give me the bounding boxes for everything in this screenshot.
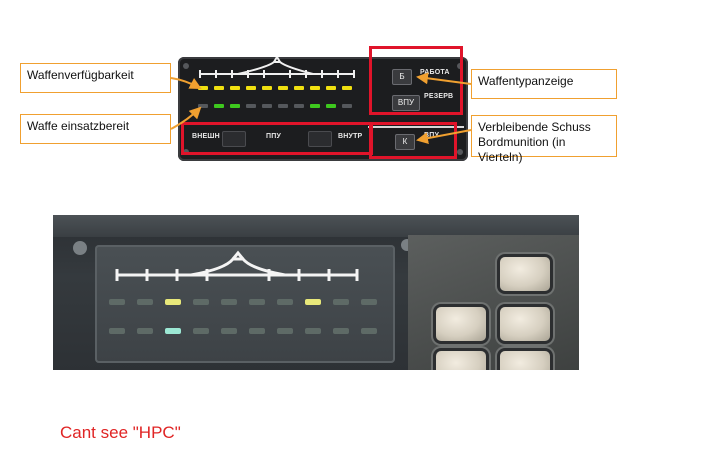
weapon-b-button[interactable]: Б <box>392 69 412 85</box>
ready-lamp <box>278 104 288 108</box>
aircraft-pylon-icon <box>199 57 464 128</box>
caption-text: Cant see "HPC" <box>60 423 181 442</box>
photo-ready-lamp <box>193 328 209 334</box>
callout-weapon-type: Waffentypanzeige <box>471 69 617 99</box>
availability-lamp <box>294 86 304 90</box>
photo-ready-lamp <box>137 328 153 334</box>
ready-lamp <box>294 104 304 108</box>
availability-lamp <box>230 86 240 90</box>
photo-ready-lamp <box>361 328 377 334</box>
vpu-small-label: ВПУ <box>424 132 440 139</box>
int-button[interactable] <box>308 131 332 147</box>
photo-ready-lamp <box>333 328 349 334</box>
availability-lamp <box>326 86 336 90</box>
panel-screw <box>457 149 463 155</box>
photo-push-button[interactable] <box>436 307 486 341</box>
ready-lamp <box>198 104 208 108</box>
callout-arrows <box>170 72 472 145</box>
photo-availability-lamp <box>137 299 153 305</box>
ready-lamp <box>310 104 320 108</box>
ppu-label: ППУ <box>266 133 282 140</box>
availability-lamp <box>310 86 320 90</box>
photo-push-button[interactable] <box>500 257 550 291</box>
callout-remaining-ammo-text: Verbleibende Schuss Bordmunition (in Vie… <box>478 120 591 164</box>
photo-availability-lamp <box>361 299 377 305</box>
callout-weapon-availability-text: Waffenverfügbarkeit <box>27 68 134 82</box>
photo-ready-lamp <box>109 328 125 334</box>
availability-lamp <box>246 86 256 90</box>
callout-weapon-ready-text: Waffe einsatzbereit <box>27 119 130 133</box>
ext-label: ВНЕШН <box>192 133 220 140</box>
photo-ready-lamp <box>305 328 321 334</box>
callout-weapon-ready: Waffe einsatzbereit <box>20 114 171 144</box>
weapon-vpu-button[interactable]: ВПУ <box>392 95 420 111</box>
highlight-remaining-ammo <box>369 122 457 159</box>
callout-remaining-ammo: Verbleibende Schuss Bordmunition (in Vie… <box>471 115 617 164</box>
photo-availability-lamp <box>333 299 349 305</box>
photo-availability-lamp <box>193 299 209 305</box>
ready-lamp <box>214 104 224 108</box>
photo-button-block <box>408 235 579 370</box>
ready-lamp <box>246 104 256 108</box>
highlight-weapon-type <box>369 46 463 115</box>
photo-frame-top <box>53 215 579 237</box>
photo-aircraft-pylon-icon <box>115 250 359 281</box>
availability-lamp <box>214 86 224 90</box>
photo-availability-lamp <box>109 299 125 305</box>
photo-availability-lamp <box>277 299 293 305</box>
int-label: ВНУТР <box>338 133 363 140</box>
photo-weapons-panel <box>95 245 395 363</box>
callout-weapon-availability: Waffenverfügbarkeit <box>20 63 171 93</box>
callout-weapon-type-text: Waffentypanzeige <box>478 74 574 88</box>
photo-availability-lamp <box>165 299 181 305</box>
work-label: РАБОТА <box>420 69 450 76</box>
photo-availability-lamp <box>249 299 265 305</box>
cockpit-panel-photo <box>53 215 579 370</box>
availability-lamp <box>278 86 288 90</box>
photo-ready-lamp <box>249 328 265 334</box>
photo-ready-lamp <box>221 328 237 334</box>
photo-screw <box>73 241 87 255</box>
availability-lamp <box>262 86 272 90</box>
ready-lamp <box>262 104 272 108</box>
availability-lamp <box>342 86 352 90</box>
availability-lamp <box>198 86 208 90</box>
photo-availability-lamp <box>221 299 237 305</box>
photo-push-button[interactable] <box>500 351 550 370</box>
photo-push-button[interactable] <box>436 351 486 370</box>
photo-ready-lamp <box>277 328 293 334</box>
panel-screw <box>183 63 189 69</box>
photo-push-button[interactable] <box>500 307 550 341</box>
photo-availability-lamp <box>305 299 321 305</box>
photo-ready-lamp <box>165 328 181 334</box>
ready-lamp <box>326 104 336 108</box>
weapon-k-button[interactable]: К <box>395 134 415 150</box>
ready-lamp <box>342 104 352 108</box>
ext-button[interactable] <box>222 131 246 147</box>
reserve-label: РЕЗЕРВ <box>424 93 454 100</box>
ready-lamp <box>230 104 240 108</box>
